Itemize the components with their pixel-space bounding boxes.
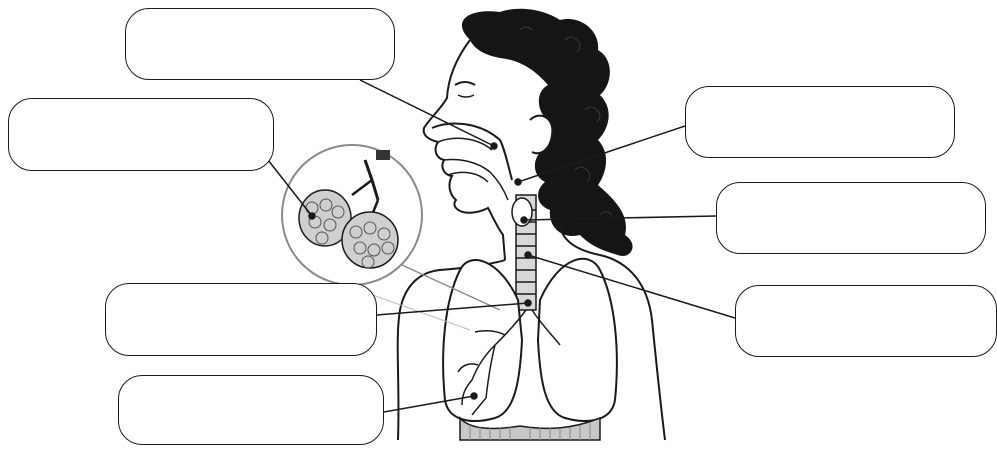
label-box-trachea[interactable]: [735, 285, 997, 357]
label-box-bronchus[interactable]: [105, 283, 377, 356]
label-box-pharynx[interactable]: [685, 86, 955, 158]
label-box-alveoli[interactable]: [8, 98, 274, 171]
face-profile: [424, 40, 505, 260]
right-lung: [538, 259, 617, 421]
label-box-larynx[interactable]: [716, 182, 986, 254]
left-lung: [443, 260, 522, 421]
label-box-nasal-cavity[interactable]: [125, 8, 395, 80]
label-box-bronchiole[interactable]: [118, 375, 384, 445]
